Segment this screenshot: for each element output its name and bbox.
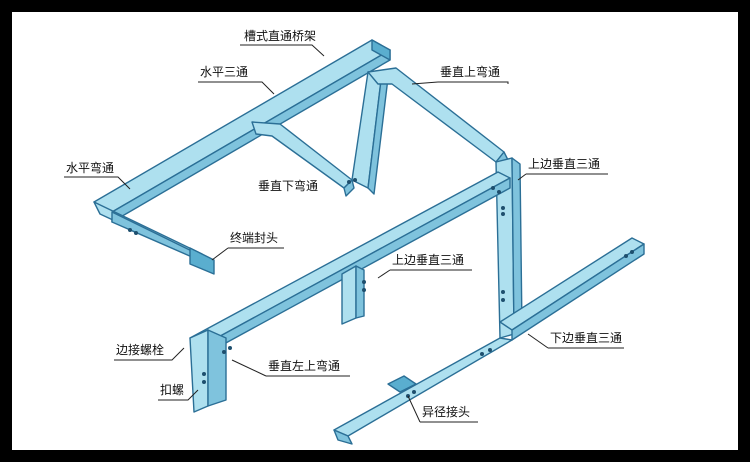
callout-vertical-up-elbow: 垂直上弯通 — [411, 64, 509, 85]
callout-horizontal-tee: 水平三通 — [198, 65, 275, 95]
bottom-edge-tee-side — [511, 243, 645, 341]
callout-top-edge-tee-right: 上边垂直三通 — [517, 157, 608, 181]
label-horizontal-elbow: 水平弯通 — [66, 160, 114, 175]
callout-vertical-down-elbow: 垂直下弯通 — [258, 178, 318, 193]
label-top-edge-tee-right: 上边垂直三通 — [528, 157, 600, 171]
trough-straight-end — [371, 39, 391, 61]
center-tee-leg — [341, 265, 357, 325]
end-cap-shape — [189, 247, 215, 275]
right-riser-side — [511, 157, 523, 335]
label-bottom-edge-tee: 下边垂直三通 — [550, 331, 622, 345]
callout-vertical-left-up-elbow: 垂直左上弯通 — [231, 358, 350, 377]
diagram-frame: 槽式直通桥架 水平三通 水平弯通 垂直下弯通 垂直上弯通 上边垂直三通 终端封头… — [12, 12, 738, 450]
callout-end-cap: 终端封头 — [211, 230, 284, 261]
label-vertical-up-elbow: 垂直上弯通 — [440, 64, 500, 79]
label-vertical-down-elbow: 垂直下弯通 — [258, 178, 318, 193]
label-reducer-joint: 异径接头 — [422, 404, 470, 419]
label-top-edge-tee-center: 上边垂直三通 — [392, 253, 464, 267]
bolt-holes — [128, 178, 634, 398]
callout-buckle-screw: 扣螺 — [158, 383, 199, 401]
callout-horizontal-elbow: 水平弯通 — [64, 160, 131, 190]
cable-tray-diagram: 槽式直通桥架 水平三通 水平弯通 垂直下弯通 垂直上弯通 上边垂直三通 终端封头… — [64, 29, 645, 445]
reducer-collar — [387, 375, 417, 393]
label-edge-connect-bolt: 边接螺栓 — [116, 342, 164, 357]
reducer-tray — [333, 337, 513, 437]
callout-reducer-joint: 异径接头 — [407, 395, 478, 423]
label-horizontal-tee: 水平三通 — [200, 65, 248, 79]
left-up-elbow-tray — [189, 329, 209, 413]
label-end-cap: 终端封头 — [230, 230, 278, 245]
callout-edge-connect-bolt: 边接螺栓 — [114, 342, 185, 361]
label-buckle-screw: 扣螺 — [160, 383, 184, 397]
label-vertical-left-up-elbow: 垂直左上弯通 — [268, 358, 340, 373]
left-up-elbow-side — [207, 329, 227, 407]
callout-trough-straight: 槽式直通桥架 — [240, 29, 325, 57]
center-tee-leg-side — [355, 265, 365, 319]
trough-straight-side — [111, 49, 391, 223]
reducer-side — [333, 429, 353, 445]
label-trough-straight: 槽式直通桥架 — [244, 29, 316, 43]
callout-bottom-edge-tee: 下边垂直三通 — [527, 331, 624, 349]
callout-top-edge-tee-center: 上边垂直三通 — [377, 253, 472, 279]
